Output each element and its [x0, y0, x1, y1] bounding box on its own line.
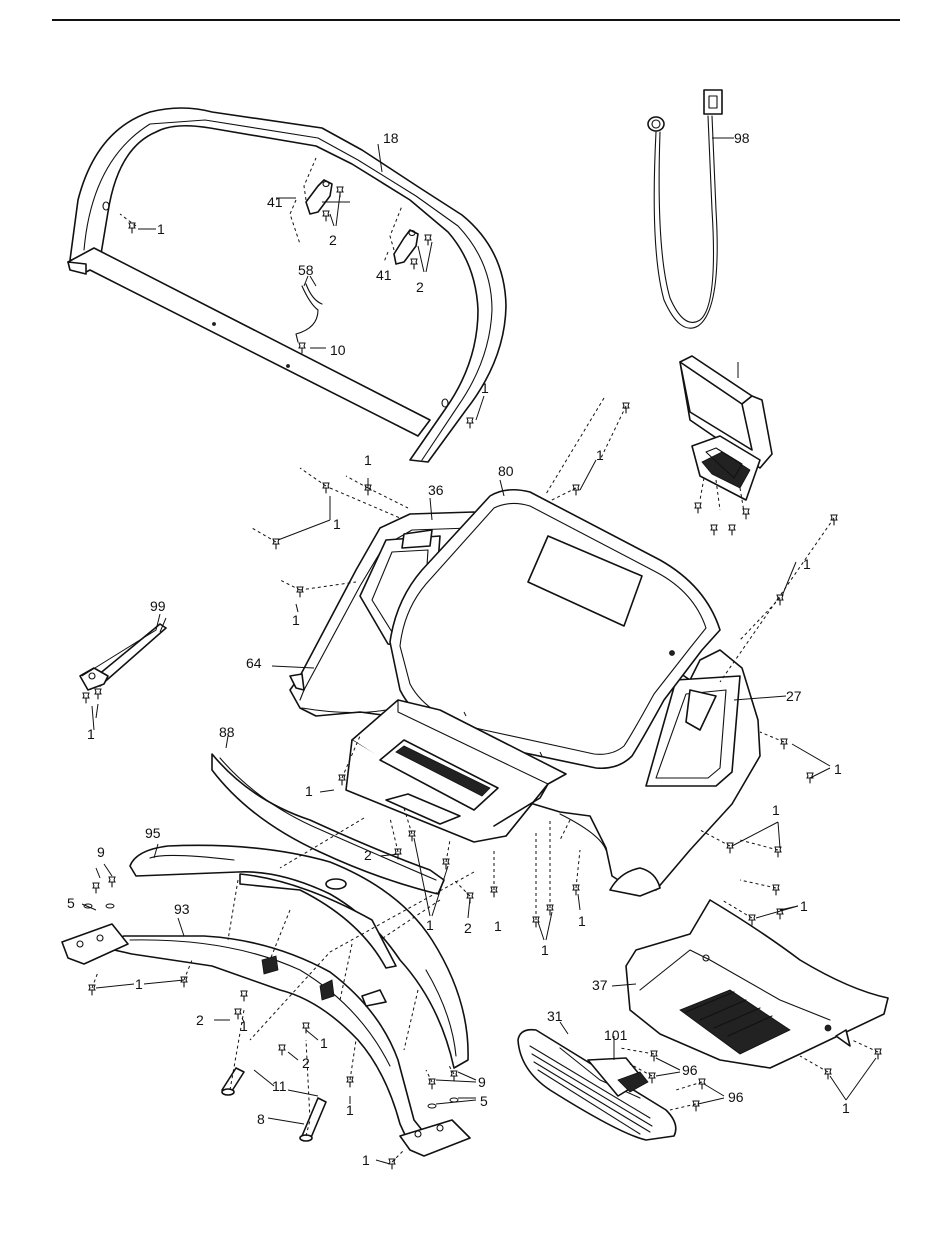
- motor-hood-right: [626, 885, 888, 1079]
- front-grille: [518, 1030, 705, 1140]
- callout-1: 1: [772, 802, 780, 818]
- callout-1: 1: [541, 942, 549, 958]
- callout-1: 1: [834, 761, 842, 777]
- callout-1: 1: [596, 447, 604, 463]
- callout-1: 1: [320, 1035, 328, 1051]
- callout-99: 99: [150, 598, 166, 614]
- callout-1: 1: [842, 1100, 850, 1116]
- callout-1: 1: [305, 783, 313, 799]
- callout-95: 95: [145, 825, 161, 841]
- callout-1: 1: [481, 380, 489, 396]
- callout-1: 1: [87, 726, 95, 742]
- callout-1: 1: [292, 612, 300, 628]
- callout-80: 80: [498, 463, 514, 479]
- callout-1: 1: [157, 221, 165, 237]
- callout-31: 31: [547, 1008, 563, 1024]
- callout-1: 1: [362, 1152, 370, 1168]
- callout-1: 1: [803, 556, 811, 572]
- callout-1: 1: [800, 898, 808, 914]
- callout-9: 9: [97, 844, 105, 860]
- callout-1: 1: [135, 976, 143, 992]
- callout-1: 1: [346, 1102, 354, 1118]
- callout-98: 98: [734, 130, 750, 146]
- callout-1: 1: [494, 918, 502, 934]
- lift-arm: [80, 624, 166, 703]
- callout-5: 5: [67, 895, 75, 911]
- callout-41: 41: [267, 194, 283, 210]
- callout-93: 93: [174, 901, 190, 917]
- callout-2: 2: [464, 920, 472, 936]
- callout-36: 36: [428, 482, 444, 498]
- callout-1: 1: [578, 913, 586, 929]
- callout-101: 101: [604, 1027, 628, 1043]
- callout-88: 88: [219, 724, 235, 740]
- callout-64: 64: [246, 655, 262, 671]
- callout-58: 58: [298, 262, 314, 278]
- accessory-tray: [680, 356, 772, 535]
- callout-8: 8: [257, 1111, 265, 1127]
- upright-frame: [68, 108, 506, 462]
- callout-96: 96: [682, 1062, 698, 1078]
- callout-2: 2: [302, 1055, 310, 1071]
- handrail-bracket-right: [384, 206, 431, 269]
- callout-5: 5: [480, 1093, 488, 1109]
- callout-9: 9: [478, 1074, 486, 1090]
- callout-1: 1: [364, 452, 372, 468]
- callout-41: 41: [376, 267, 392, 283]
- callout-2: 2: [196, 1012, 204, 1028]
- callout-11: 11: [272, 1078, 287, 1094]
- callout-2: 2: [416, 279, 424, 295]
- callout-2: 2: [364, 847, 372, 863]
- callout-27: 27: [786, 688, 802, 704]
- callout-1: 1: [333, 516, 341, 532]
- safety-key: [648, 90, 722, 328]
- callout-2: 2: [329, 232, 337, 248]
- callout-1: 1: [426, 917, 434, 933]
- callout-96: 96: [728, 1089, 744, 1105]
- callout-10: 10: [330, 342, 346, 358]
- wire-harness: [296, 284, 322, 353]
- callout-37: 37: [592, 977, 608, 993]
- callout-18: 18: [383, 130, 399, 146]
- callout-1: 1: [240, 1018, 248, 1034]
